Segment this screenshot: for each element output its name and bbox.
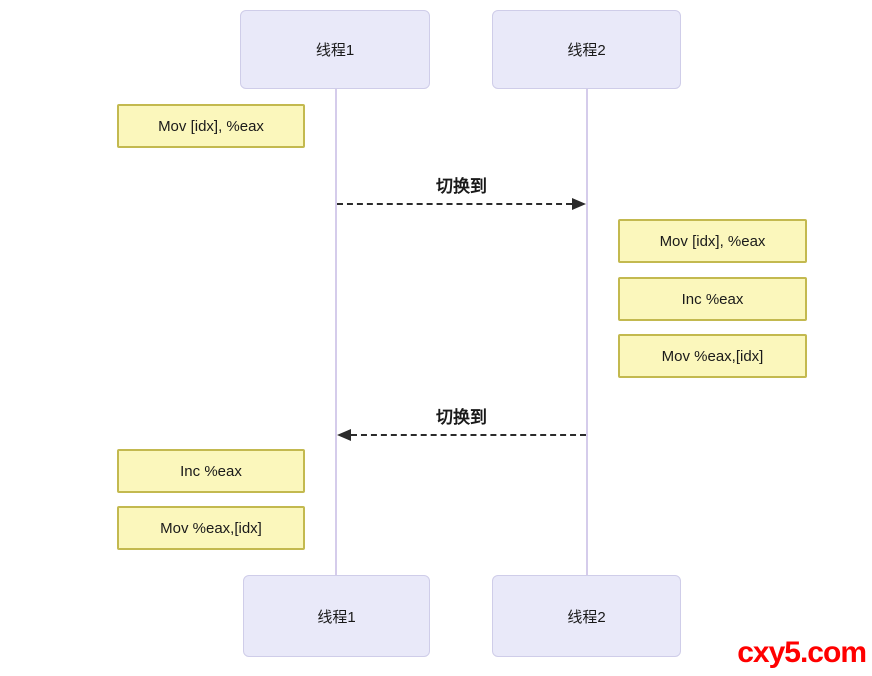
actor-thread2-bottom: 线程2 xyxy=(492,575,681,657)
step-thread1-mov-load: Mov [idx], %eax xyxy=(117,104,305,148)
step-label: Mov %eax,[idx] xyxy=(160,519,262,537)
step-label: Inc %eax xyxy=(180,462,242,480)
step-label: Inc %eax xyxy=(681,290,744,308)
message-switch-to-thread1-label: 切换到 xyxy=(436,408,487,427)
lifeline-thread1 xyxy=(335,89,337,576)
step-thread1-inc: Inc %eax xyxy=(117,449,305,493)
actor-thread2-bottom-label: 线程2 xyxy=(567,608,606,626)
watermark: cxy5.com xyxy=(737,636,867,669)
arrowhead-right-icon xyxy=(572,198,586,210)
actor-thread2-top: 线程2 xyxy=(492,10,681,89)
actor-thread1-bottom: 线程1 xyxy=(243,575,430,657)
step-thread2-mov-store: Mov %eax,[idx] xyxy=(618,334,807,378)
step-label: Mov [idx], %eax xyxy=(659,232,766,250)
actor-thread1-bottom-label: 线程1 xyxy=(317,608,356,626)
step-thread2-mov-load: Mov [idx], %eax xyxy=(618,219,807,263)
lifeline-thread2 xyxy=(586,89,588,576)
message-switch-to-thread2-line xyxy=(337,203,572,205)
message-switch-to-thread2-label: 切换到 xyxy=(436,177,487,196)
arrowhead-left-icon xyxy=(337,429,351,441)
actor-thread1-top: 线程1 xyxy=(240,10,430,89)
step-thread1-mov-store: Mov %eax,[idx] xyxy=(117,506,305,550)
actor-thread2-top-label: 线程2 xyxy=(567,42,606,59)
step-thread2-inc: Inc %eax xyxy=(618,277,807,321)
step-label: Mov %eax,[idx] xyxy=(661,347,764,365)
actor-thread1-top-label: 线程1 xyxy=(315,42,355,59)
step-label: Mov [idx], %eax xyxy=(158,117,264,135)
message-switch-to-thread1-line xyxy=(351,434,586,436)
